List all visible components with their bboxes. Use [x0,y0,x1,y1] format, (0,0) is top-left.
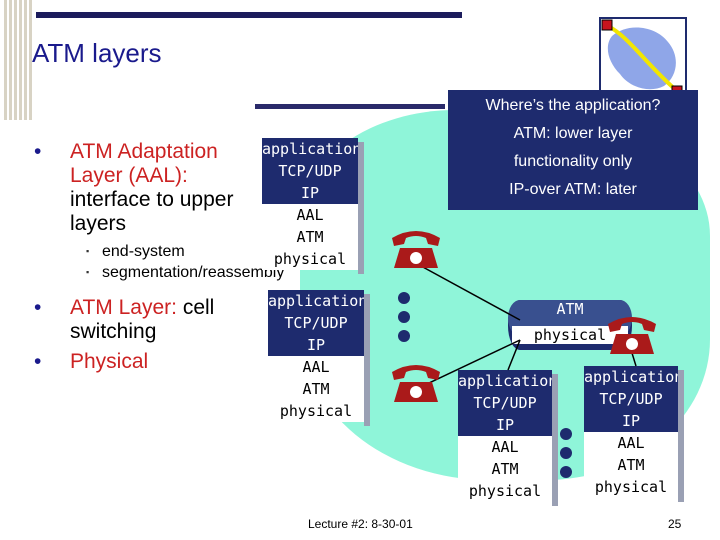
slide-title: ATM layers [32,38,162,68]
layer-physical: physical [458,480,558,506]
section-rule [255,104,445,109]
protocol-stack-2: application TCP/UDP IP AAL ATM physical [268,290,370,426]
callout-line-2: ATM: lower layer [513,125,633,142]
telephone-icon [392,365,440,402]
layer-atm: ATM [268,378,370,404]
bullet-physical: Physical [28,350,258,374]
bullet-atm-layer-label: ATM Layer: [70,296,177,319]
layer-application: application [458,370,558,396]
switch-atm-label: ATM [556,300,584,318]
layer-application: application [262,138,364,164]
layer-ip: IP [262,182,364,208]
telephone-icon [608,317,656,354]
computer-icon [560,428,572,485]
page-number: 25 [668,517,682,531]
layer-atm: ATM [584,454,684,480]
bullet-list: ATM Adaptation Layer (AAL): interface to… [28,140,284,380]
callout-line-1: Where’s the application? [485,97,661,114]
layer-tcp-udp: TCP/UDP [458,392,558,418]
layer-physical: physical [262,248,364,274]
top-rule [36,12,462,18]
protocol-stack-4: application TCP/UDP IP AAL ATM physical [584,366,684,502]
callout-line-4: IP-over ATM: later [509,181,637,198]
layer-atm: ATM [262,226,364,252]
layer-application: application [268,290,370,316]
sub-bullet-end-system: end-system [28,242,258,261]
callout-line-3: functionality only [513,153,633,170]
layer-atm: ATM [458,458,558,484]
bullet-atm-layer-text: cell switching [70,296,215,343]
layer-application: application [584,366,684,392]
layer-aal: AAL [458,436,558,462]
bullet-aal-label: ATM Adaptation Layer (AAL): [70,140,218,187]
bullet-aal: ATM Adaptation Layer (AAL): interface to… [28,140,258,236]
layer-tcp-udp: TCP/UDP [268,312,370,338]
layer-physical: physical [268,400,370,426]
telephone-icon [392,231,440,268]
protocol-stack-3: application TCP/UDP IP AAL ATM physical [458,370,558,506]
layer-aal: AAL [268,356,370,382]
protocol-stack-1: application TCP/UDP IP AAL ATM physical [262,138,364,274]
switch-physical-label: physical [512,326,628,344]
bullet-aal-text: interface to upper layers [70,188,234,235]
sub-bullet-segmentation: segmentation/reassembly [28,263,284,282]
layer-aal: AAL [584,432,684,458]
layer-tcp-udp: TCP/UDP [584,388,684,414]
callout-box: Where’s the application? ATM: lower laye… [448,90,698,210]
computer-icon [398,292,410,349]
layer-ip: IP [458,414,558,440]
footer-lecture: Lecture #2: 8-30-01 [308,517,413,531]
bullet-atm-layer: ATM Layer: cell switching [28,296,258,344]
layer-ip: IP [268,334,370,360]
layer-aal: AAL [262,204,364,230]
layer-tcp-udp: TCP/UDP [262,160,364,186]
layer-physical: physical [584,476,684,502]
layer-ip: IP [584,410,684,436]
